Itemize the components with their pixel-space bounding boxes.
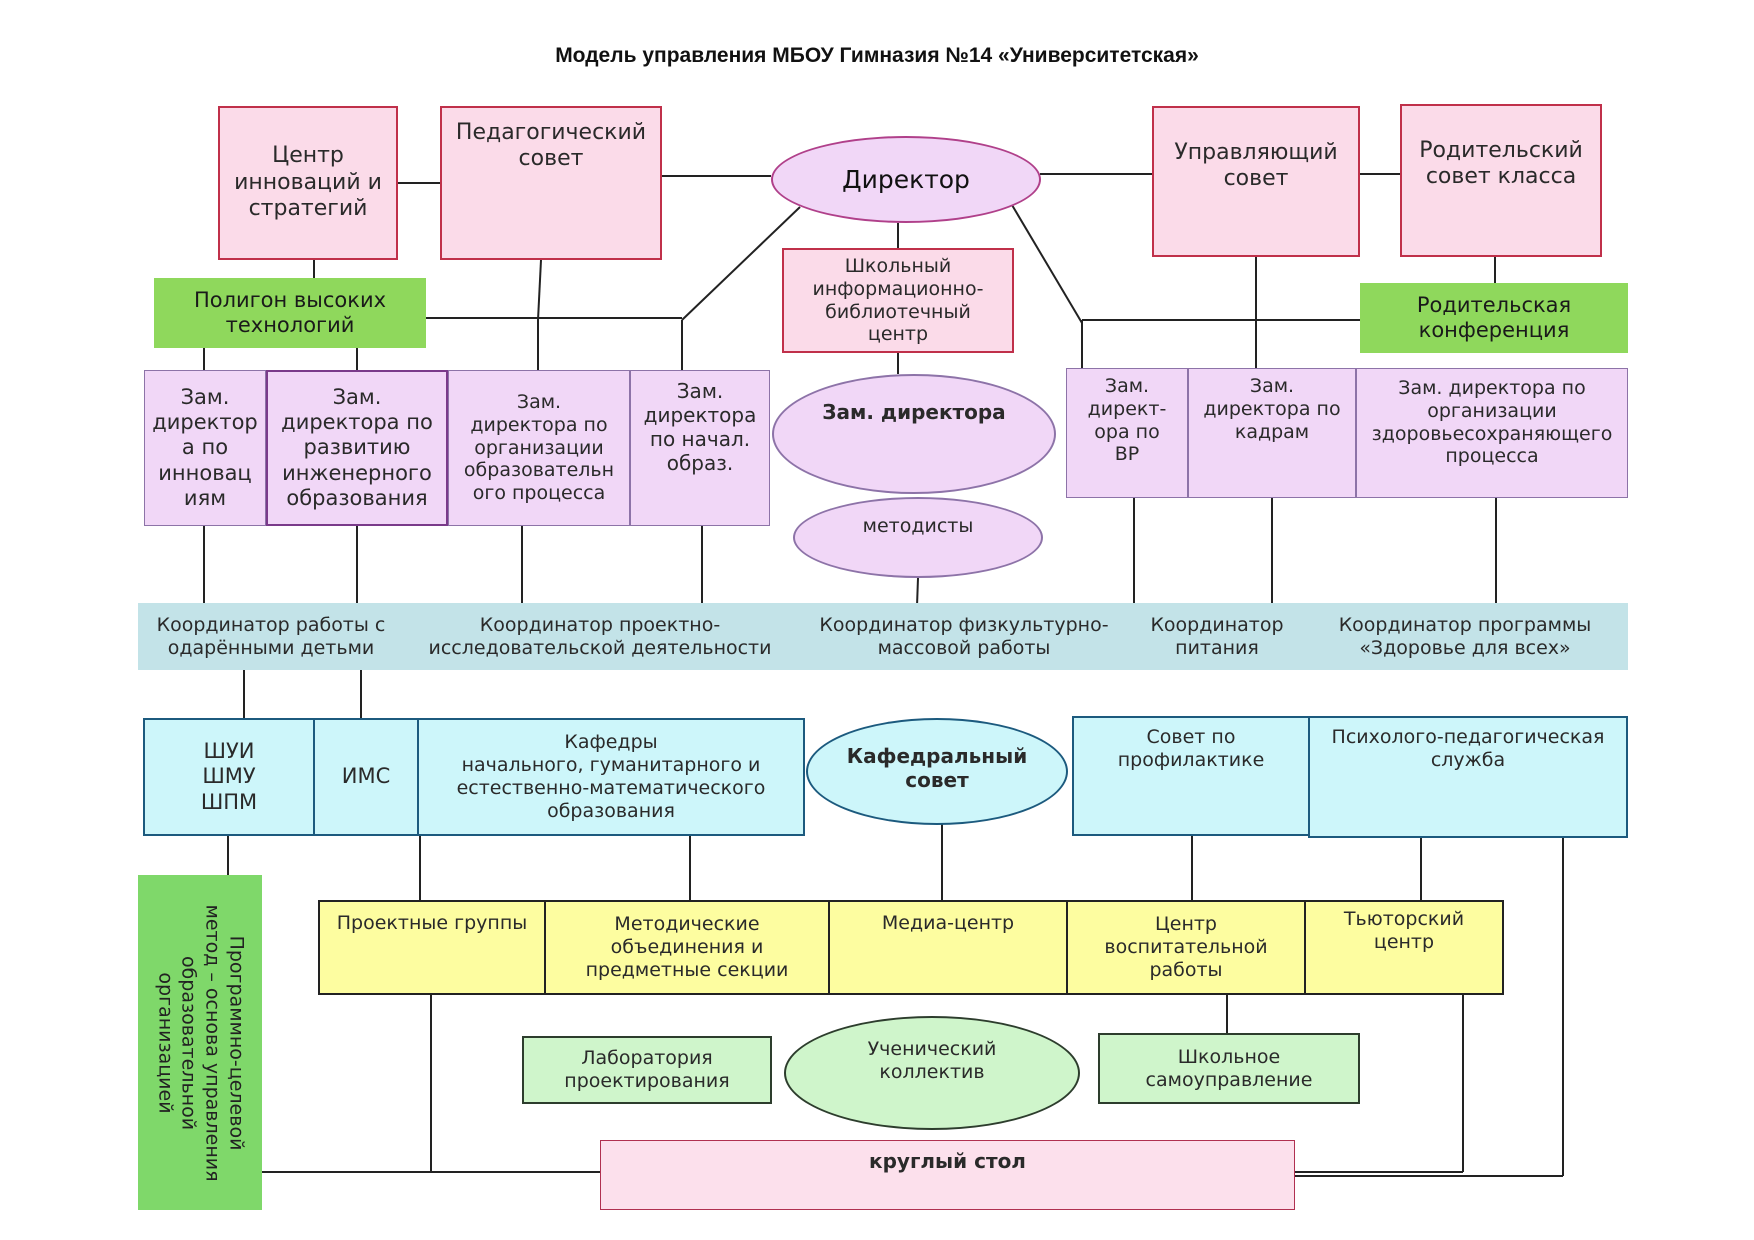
program-method-vertical-label: Программно-целевой метод – основа управл… bbox=[138, 875, 262, 1210]
education-center-box: Центр воспитательной работы bbox=[1066, 900, 1306, 995]
page-title: Модель управления МБОУ Гимназия №14 «Уни… bbox=[555, 44, 1199, 67]
ims-box: ИМС bbox=[313, 718, 419, 836]
methodists-ellipse: методисты bbox=[793, 497, 1043, 578]
deputy-health-box: Зам. директора по организации здоровьесо… bbox=[1356, 368, 1628, 498]
round-table-box: круглый стол bbox=[600, 1140, 1295, 1210]
project-groups-box: Проектные группы bbox=[318, 900, 546, 995]
deputy-vr-box: Зам. директ- ора по ВР bbox=[1066, 368, 1188, 498]
deputy-hr-box: Зам. директора по кадрам bbox=[1188, 368, 1356, 498]
governing-council-box: Управляющий совет bbox=[1152, 106, 1360, 257]
parent-conference-box: Родительская конференция bbox=[1360, 283, 1628, 353]
deputy-primary-box: Зам. директора по начал. образ. bbox=[630, 370, 770, 526]
director-ellipse: Директор bbox=[771, 136, 1041, 223]
tutor-center-box: Тьюторский центр bbox=[1304, 900, 1504, 995]
deputy-process-box: Зам. директора по организации образовате… bbox=[448, 370, 630, 526]
prevention-council-box: Совет по профилактике bbox=[1072, 716, 1310, 836]
coordinator-project: Координатор проектно- исследовательской … bbox=[404, 603, 796, 670]
coordinator-gifted: Координатор работы с одарёнными детьми bbox=[138, 603, 404, 670]
coordinator-food: Координатор питания bbox=[1132, 603, 1302, 670]
student-body-ellipse: Ученический коллектив bbox=[784, 1016, 1080, 1130]
deputy-director-ellipse: Зам. директора bbox=[772, 374, 1056, 494]
deputy-engineering-box: Зам. директора по развитию инженерного о… bbox=[266, 370, 448, 526]
media-center-box: Медиа-центр bbox=[828, 900, 1068, 995]
center-innovations-box: Центр инноваций и стратегий bbox=[218, 106, 398, 260]
self-government-box: Школьное самоуправление bbox=[1098, 1033, 1360, 1104]
psych-service-box: Психолого-педагогическая служба bbox=[1308, 716, 1628, 838]
polygon-box: Полигон высоких технологий bbox=[154, 278, 426, 348]
coordinator-health-program: Координатор программы «Здоровье для всех… bbox=[1302, 603, 1628, 670]
schools-box: ШУИ ШМУ ШПМ bbox=[143, 718, 315, 836]
program-method-text: Программно-целевой метод – основа управл… bbox=[154, 903, 248, 1182]
method-associations-box: Методические объединения и предметные се… bbox=[544, 900, 830, 995]
pedagogical-council-box: Педагогический совет bbox=[440, 106, 662, 260]
parent-council-box: Родительский совет класса bbox=[1400, 104, 1602, 257]
coordinator-sport: Координатор физкультурно- массовой работ… bbox=[796, 603, 1132, 670]
deputy-innovations-box: Зам. директор а по инновац иям bbox=[144, 370, 266, 526]
departments-box: Кафедры начального, гуманитарного и есте… bbox=[417, 718, 805, 836]
department-council-ellipse: Кафедральный совет bbox=[806, 718, 1068, 825]
design-lab-box: Лаборатория проектирования bbox=[522, 1036, 772, 1104]
library-center-box: Школьный информационно- библиотечный цен… bbox=[782, 248, 1014, 353]
